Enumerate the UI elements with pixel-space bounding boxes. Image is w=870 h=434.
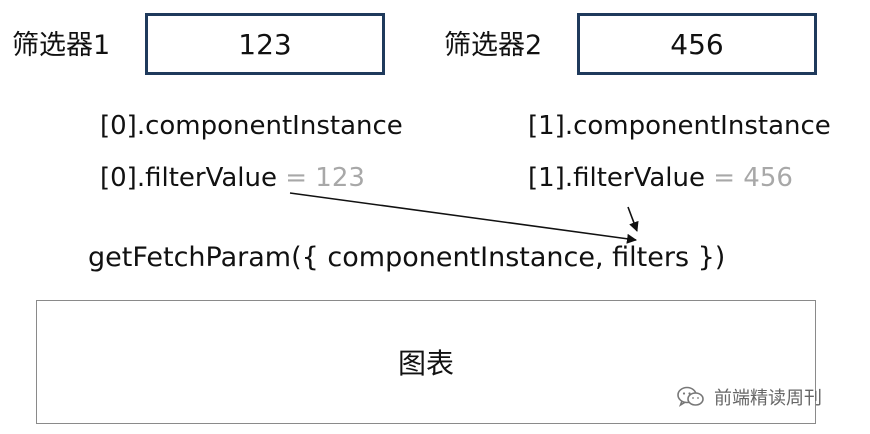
filter1-value: 123 bbox=[238, 27, 292, 61]
wechat-icon bbox=[677, 386, 704, 407]
right-filter-value: [1].filterValue = 456 bbox=[528, 162, 793, 194]
right-filter-prefix: [1].filterValue bbox=[528, 163, 705, 193]
filter2-value: 456 bbox=[670, 27, 724, 61]
right-component-instance: [1].componentInstance bbox=[528, 111, 831, 141]
watermark-text: 前端精读周刊 bbox=[714, 388, 822, 409]
left-filter-prefix: [0].filterValue bbox=[100, 163, 277, 193]
arrow-right-to-filters bbox=[627, 206, 639, 232]
left-filter-suffix: = 123 bbox=[276, 163, 365, 193]
watermark: 前端精读周刊 bbox=[676, 382, 822, 412]
left-filter-value: [0].filterValue = 123 bbox=[100, 162, 365, 194]
filter1-label: 筛选器1 bbox=[12, 30, 111, 61]
arrow-left-to-filters bbox=[289, 192, 637, 244]
filter1-input[interactable]: 123 bbox=[145, 13, 385, 75]
chart-label: 图表 bbox=[397, 347, 454, 380]
filter2-label: 筛选器2 bbox=[444, 30, 543, 61]
chart-area: 图表 bbox=[36, 300, 816, 424]
right-filter-suffix: = 456 bbox=[704, 163, 793, 193]
fetch-param-call: getFetchParam({ componentInstance, filte… bbox=[88, 242, 726, 273]
left-component-instance: [0].componentInstance bbox=[100, 111, 403, 141]
filter2-input[interactable]: 456 bbox=[577, 13, 817, 75]
